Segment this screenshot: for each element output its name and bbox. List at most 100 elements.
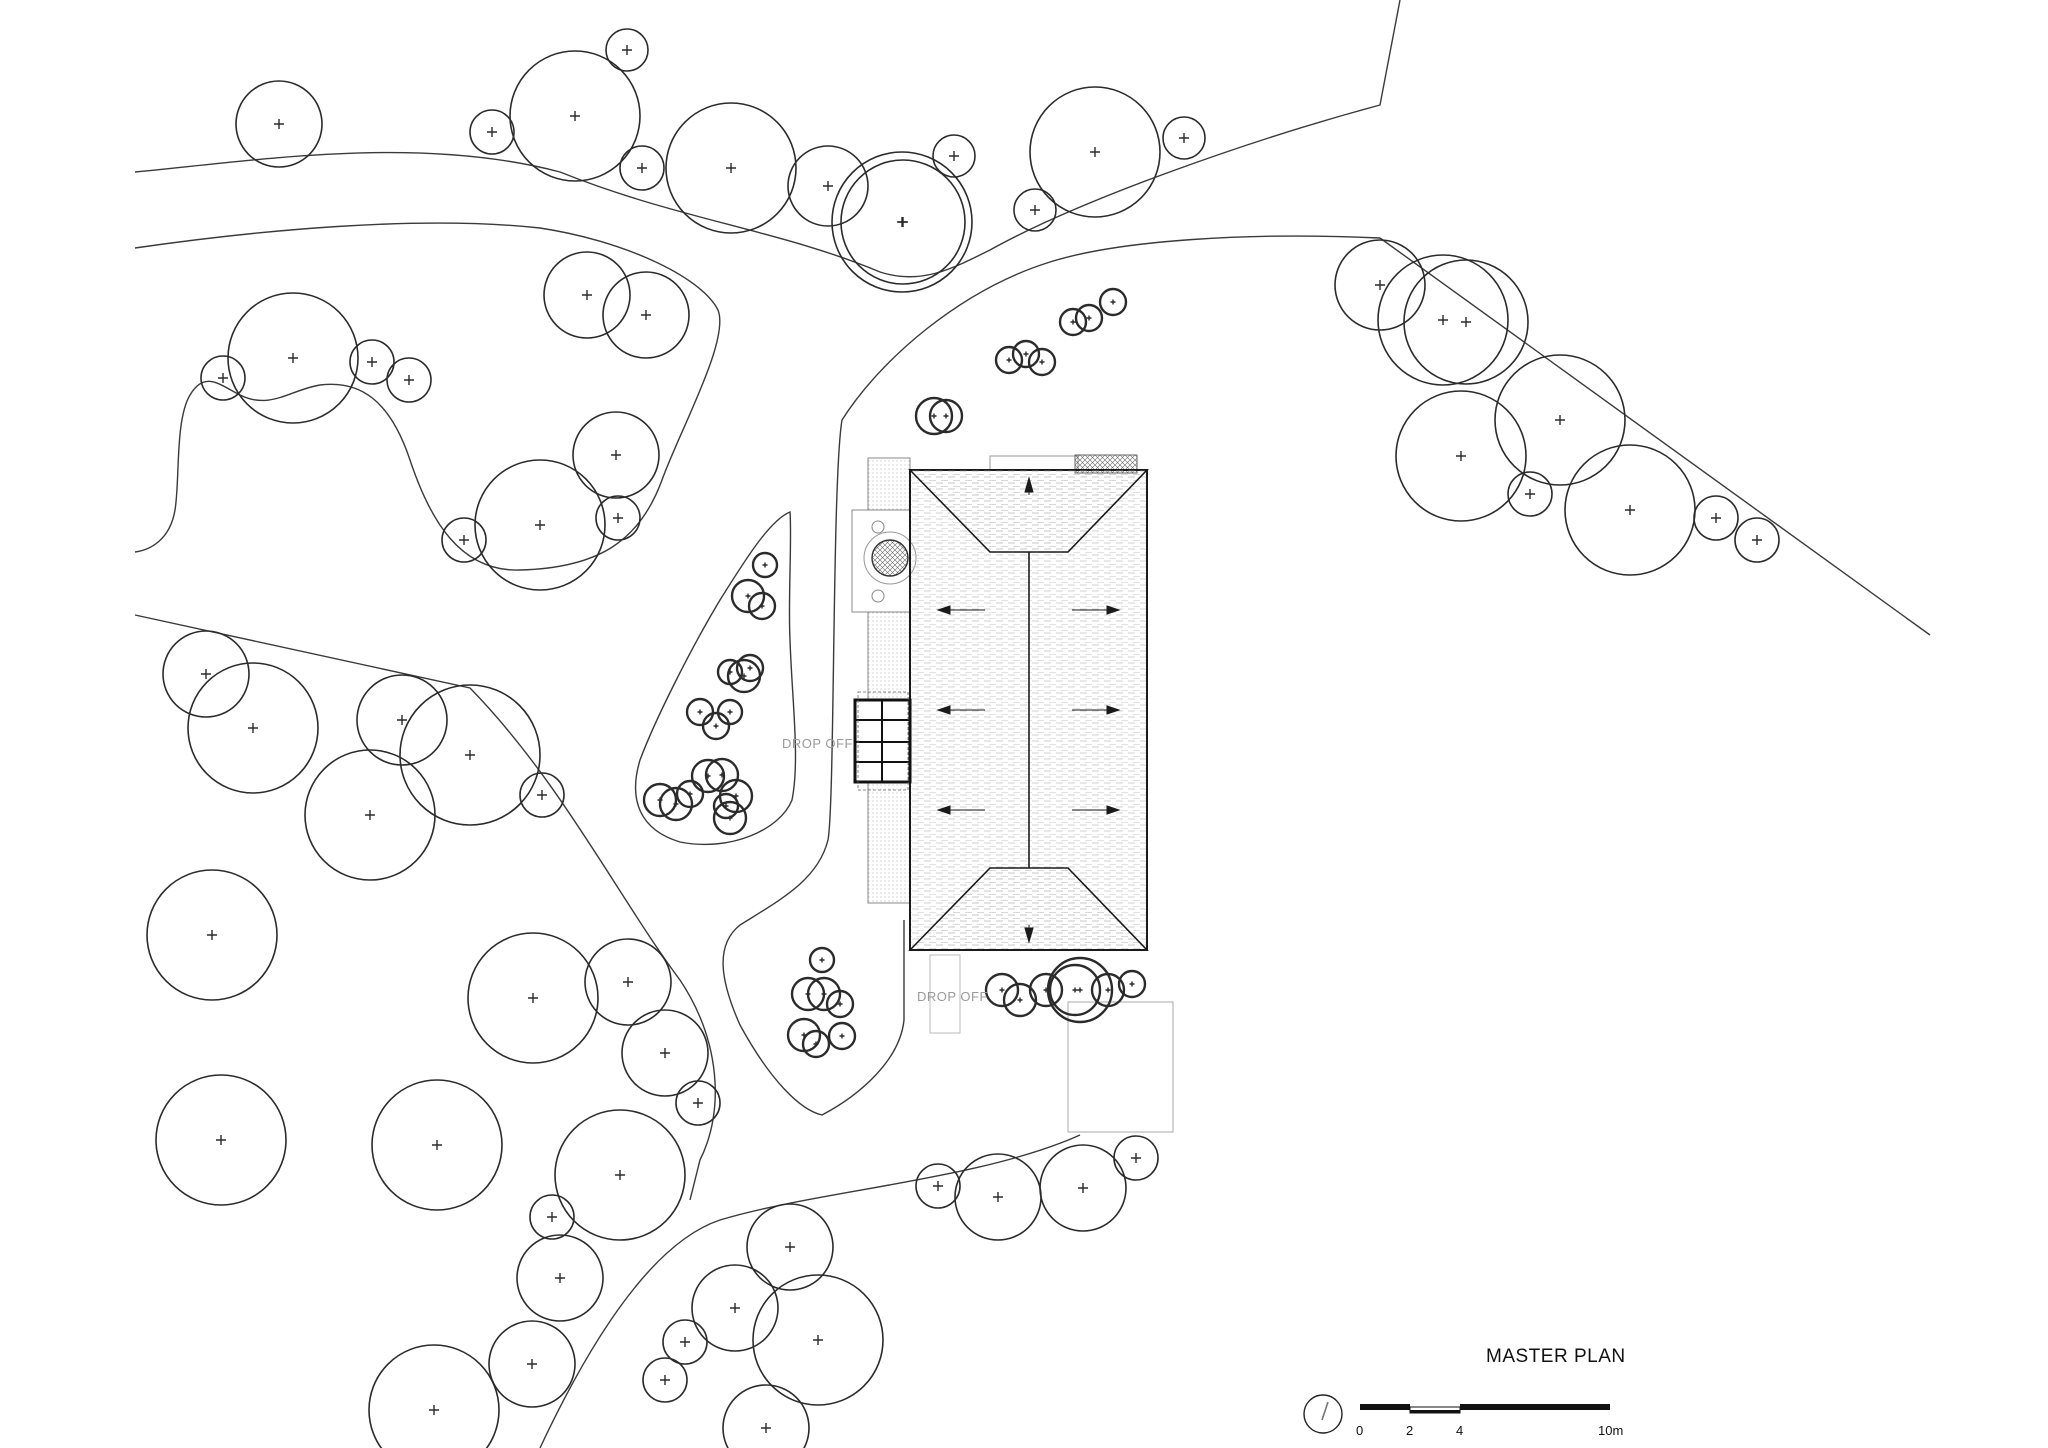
tree-canopy [658, 786, 694, 822]
south-pad [929, 954, 961, 1034]
tree-canopy [808, 946, 836, 974]
tree-canopy [441, 517, 487, 563]
tree-canopy [735, 653, 765, 683]
tree-canopy [825, 989, 855, 1019]
tree-canopy [787, 145, 869, 227]
planter-bottom [871, 589, 885, 603]
tree-canopy [488, 1320, 576, 1408]
tree-canopy [1011, 339, 1041, 369]
scale-tick-4: 4 [1456, 1423, 1463, 1438]
tree-canopy [621, 1009, 709, 1097]
tree-canopy [349, 339, 395, 385]
tree-canopy [1029, 86, 1161, 218]
tree-canopy [1048, 963, 1102, 1017]
tree-canopy [1098, 287, 1128, 317]
tree-canopy [716, 698, 744, 726]
site-northeast-line [1379, 237, 1931, 636]
tree-canopy [1058, 307, 1088, 337]
tree-canopy [371, 1079, 503, 1211]
tree-canopy [1074, 303, 1104, 333]
tree-canopy [932, 134, 976, 178]
tree-canopy [1395, 390, 1527, 522]
tree-canopy [984, 972, 1020, 1008]
tree-canopy [187, 662, 319, 794]
roof-hip-bottom [908, 867, 1149, 951]
tree-canopy [1162, 116, 1206, 160]
tree-canopy [691, 1264, 779, 1352]
tree-canopy [712, 800, 748, 836]
tree-canopy [827, 1021, 857, 1051]
drawing-title: MASTER PLAN [1486, 1346, 1626, 1367]
tree-canopy [162, 630, 250, 718]
tree-canopy [665, 102, 797, 234]
tree-canopy [1117, 969, 1147, 999]
tree-canopy [730, 578, 766, 614]
tree-canopy [914, 396, 954, 436]
tree-canopy [915, 1163, 961, 1209]
drop-off-label-south: DROP OFF [917, 989, 988, 1004]
tree-canopy [718, 778, 754, 814]
tree-canopy [554, 1109, 686, 1241]
entry-pergola [853, 691, 912, 791]
drop-off-label-entry: DROP OFF [782, 736, 853, 751]
tree-canopy [1377, 254, 1509, 386]
building-roof-plan [851, 454, 1149, 1034]
tree-canopy [1494, 354, 1626, 486]
tree-canopy [1002, 982, 1038, 1018]
tree-canopy [605, 28, 649, 72]
tree-canopy [595, 495, 641, 541]
tree-canopy [712, 792, 740, 820]
tree-canopy [994, 345, 1024, 375]
tree-canopy [146, 869, 278, 1001]
tree-canopy [1564, 444, 1696, 576]
tree-canopy [752, 1274, 884, 1406]
trees [146, 28, 1780, 1448]
drive-loop [722, 235, 1381, 1116]
tree-canopy [1113, 1135, 1159, 1181]
tree-canopy [675, 1080, 721, 1126]
tree-canopy [304, 749, 436, 881]
tree-canopy [399, 684, 541, 826]
tree-canopy [1334, 239, 1426, 331]
north-arrow-icon [1303, 1394, 1343, 1434]
tree-canopy [1013, 188, 1057, 232]
tree-canopy [1507, 471, 1553, 517]
tree-canopy [1734, 517, 1780, 563]
island-teardrop [634, 510, 797, 846]
tree-canopy [701, 711, 731, 741]
tree-canopy [368, 1344, 500, 1448]
tree-canopy [751, 551, 779, 579]
tree-canopy [602, 271, 690, 359]
tree-canopy [954, 1153, 1042, 1241]
tree-canopy [584, 938, 672, 1026]
top-path-edge [134, 0, 1401, 278]
tree-canopy [619, 145, 665, 191]
tree-canopy [1693, 495, 1739, 541]
roof-hip-top [908, 469, 1149, 553]
tree-canopy [1046, 956, 1114, 1024]
roof-slope-arrows [936, 476, 1121, 944]
tree-canopy [386, 357, 432, 403]
scale-tick-0: 0 [1356, 1423, 1363, 1438]
tree-canopy [155, 1074, 287, 1206]
tree-canopy [200, 355, 246, 401]
tree-canopy [675, 779, 705, 809]
tree-canopy [1403, 259, 1529, 385]
tree-canopy [572, 411, 660, 499]
tree-canopy [1028, 972, 1064, 1008]
tree-canopy [356, 674, 448, 766]
tree-canopy [1039, 1144, 1127, 1232]
tree-canopy [806, 976, 842, 1012]
lower-path [539, 1134, 1081, 1448]
upper-left-path [134, 222, 721, 571]
tree-canopy [467, 932, 599, 1064]
tree-canopy [690, 758, 726, 794]
tree-canopy [516, 1234, 604, 1322]
tree-canopy [831, 151, 973, 293]
tree-canopy [529, 1194, 575, 1240]
tree-canopy [474, 459, 606, 591]
tree-canopy [1090, 972, 1126, 1008]
tree-canopy [746, 1203, 834, 1291]
scale-tick-10m: 10m [1598, 1423, 1623, 1438]
